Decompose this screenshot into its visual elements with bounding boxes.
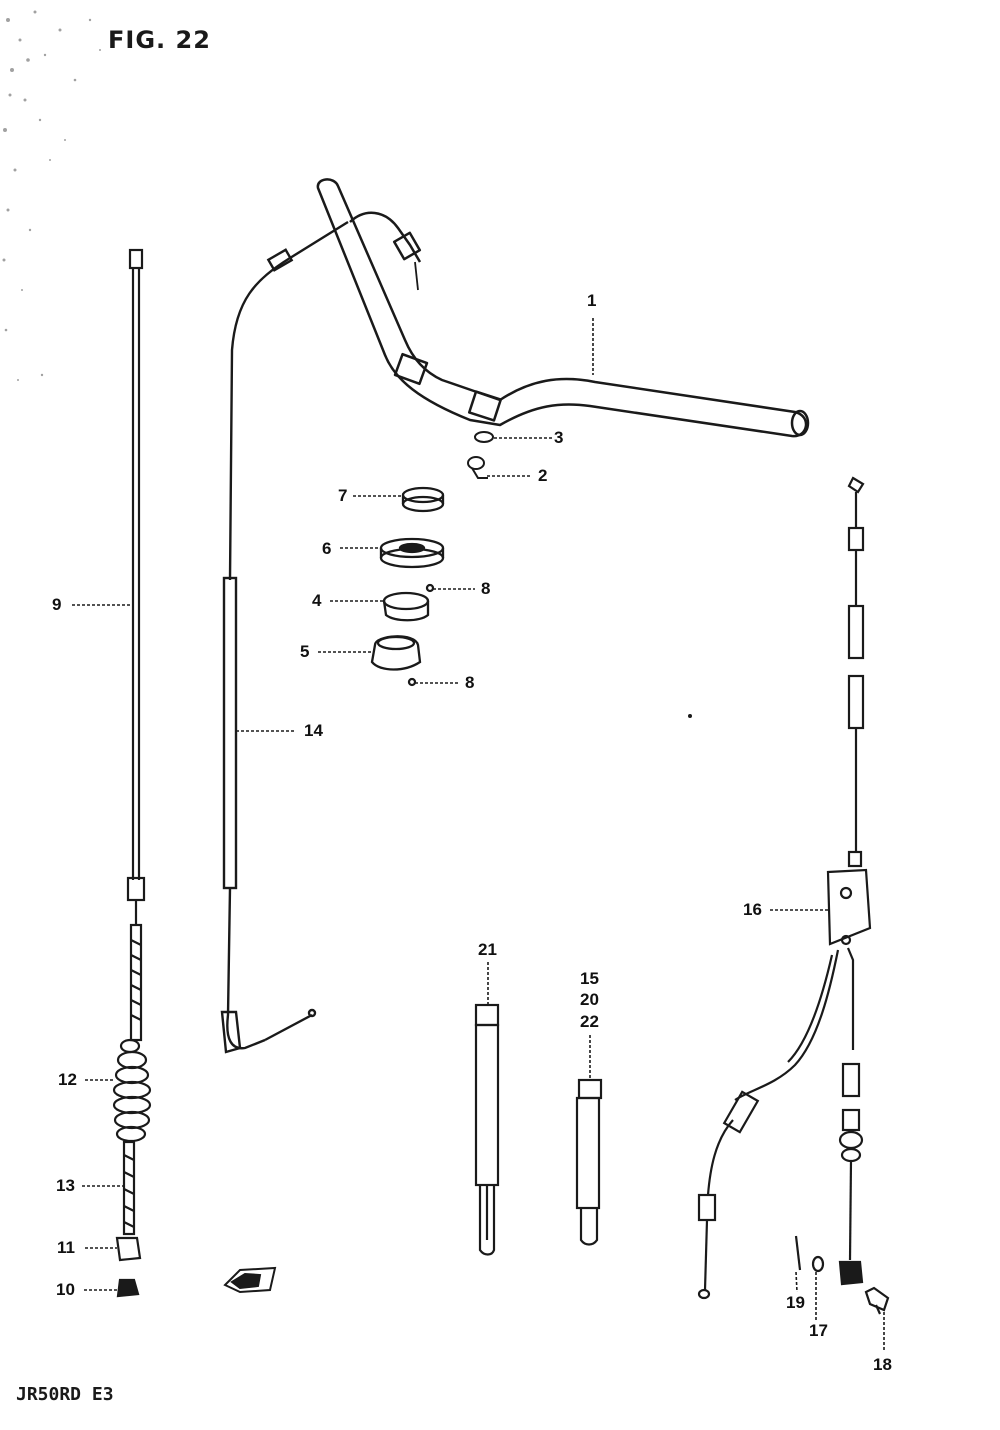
callout-2: 2 [538, 466, 548, 485]
bushing-stack [370, 486, 445, 687]
handlebar-bolt [467, 431, 494, 479]
cable-9 [126, 248, 146, 1042]
callout-13: 13 [56, 1176, 75, 1195]
callout-12: 12 [58, 1070, 77, 1089]
callout-18: 18 [873, 1355, 892, 1374]
callout-22: 22 [580, 1012, 599, 1031]
callout-21: 21 [478, 940, 497, 959]
cable-14 [220, 220, 349, 1054]
callout-3: 3 [554, 428, 564, 447]
callout-10: 10 [56, 1280, 75, 1299]
straps [474, 1003, 603, 1256]
callout-8a: 8 [481, 579, 491, 598]
callout-5: 5 [300, 642, 310, 661]
callout-6: 6 [322, 539, 332, 558]
callout-19: 19 [786, 1293, 805, 1312]
figure-title: FIG. 22 [108, 26, 211, 54]
scan-noise [2, 10, 101, 381]
leader-lines [72, 318, 885, 1352]
cable-16 [697, 476, 890, 1315]
boot-12 [112, 1038, 152, 1143]
callout-11: 11 [57, 1238, 75, 1257]
model-code: JR50RD E3 [16, 1384, 114, 1405]
callout-15: 15 [580, 969, 599, 988]
callout-4: 4 [312, 591, 322, 610]
callout-1: 1 [587, 291, 597, 310]
front-arrow-icon [223, 1266, 277, 1294]
callout-9: 9 [52, 595, 62, 614]
callout-20: 20 [580, 990, 599, 1009]
callout-17: 17 [809, 1321, 828, 1340]
cable-9-end [115, 1140, 142, 1298]
scan-dot [688, 714, 692, 718]
callout-16: 16 [743, 900, 762, 919]
callout-8b: 8 [465, 673, 475, 692]
handlebar [316, 178, 810, 438]
callout-7: 7 [338, 486, 348, 505]
callout-14: 14 [304, 721, 323, 740]
